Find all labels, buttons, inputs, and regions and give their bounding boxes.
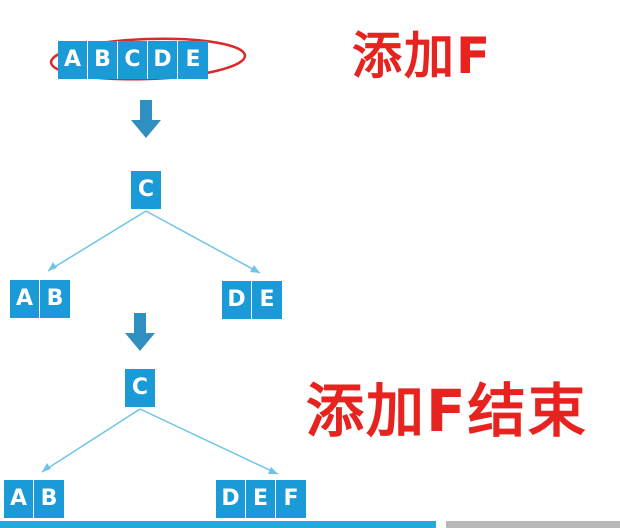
edge-c-to-ab: [47, 210, 147, 272]
edge2-c-to-ab-arrowhead: [42, 463, 51, 472]
key-cell: E: [178, 41, 208, 79]
edge2-c-to-def-arrowhead: [268, 467, 278, 474]
slide-footer-bar-gray: [446, 521, 620, 528]
tree2-right-node: D E F: [216, 480, 306, 518]
key-cell: A: [10, 280, 40, 318]
edge-c-to-ab-arrowhead: [48, 262, 57, 271]
down-arrow-icon: [125, 313, 155, 351]
tree1-root-node: C: [131, 171, 161, 209]
edge-c-to-de-arrowhead: [250, 265, 260, 273]
key-cell: E: [246, 480, 276, 518]
key-cell: B: [40, 280, 70, 318]
slide-footer-bar: [0, 521, 436, 528]
key-cell: A: [4, 480, 34, 518]
top-node: A B C D E: [58, 41, 208, 79]
tree2-root-node: C: [125, 369, 155, 407]
key-cell: A: [58, 41, 88, 79]
tree1-right-node: D E: [222, 281, 282, 319]
key-cell: F: [276, 480, 306, 518]
key-cell: D: [222, 281, 252, 319]
key-cell: B: [34, 480, 64, 518]
key-cell: C: [125, 369, 155, 407]
caption-add-f-done: 添加F结束: [306, 377, 588, 445]
key-cell: D: [148, 41, 178, 79]
edge2-c-to-def: [139, 408, 279, 475]
key-cell: C: [131, 171, 161, 209]
key-cell: D: [216, 480, 246, 518]
key-cell: C: [118, 41, 148, 79]
key-cell: E: [252, 281, 282, 319]
tree2-left-node: A B: [4, 480, 64, 518]
caption-add-f: 添加F: [352, 27, 493, 85]
edge-c-to-de: [145, 210, 261, 274]
tree1-left-node: A B: [10, 280, 70, 318]
down-arrow-icon: [131, 100, 161, 138]
key-cell: B: [88, 41, 118, 79]
edge2-c-to-ab: [41, 408, 141, 473]
